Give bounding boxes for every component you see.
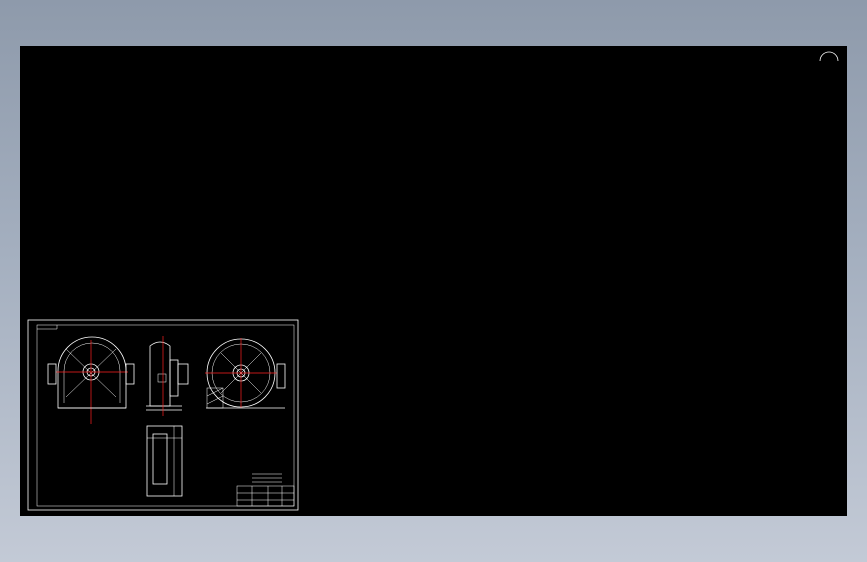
drawing-viewport[interactable]	[20, 46, 847, 516]
title-block	[236, 473, 295, 507]
detail-view	[146, 425, 183, 497]
arc-icon	[819, 51, 839, 62]
cad-drawing	[27, 51, 839, 511]
front-view	[47, 336, 135, 424]
drawing-sheet	[27, 319, 299, 511]
rear-view	[205, 338, 286, 409]
side-view	[146, 336, 189, 416]
